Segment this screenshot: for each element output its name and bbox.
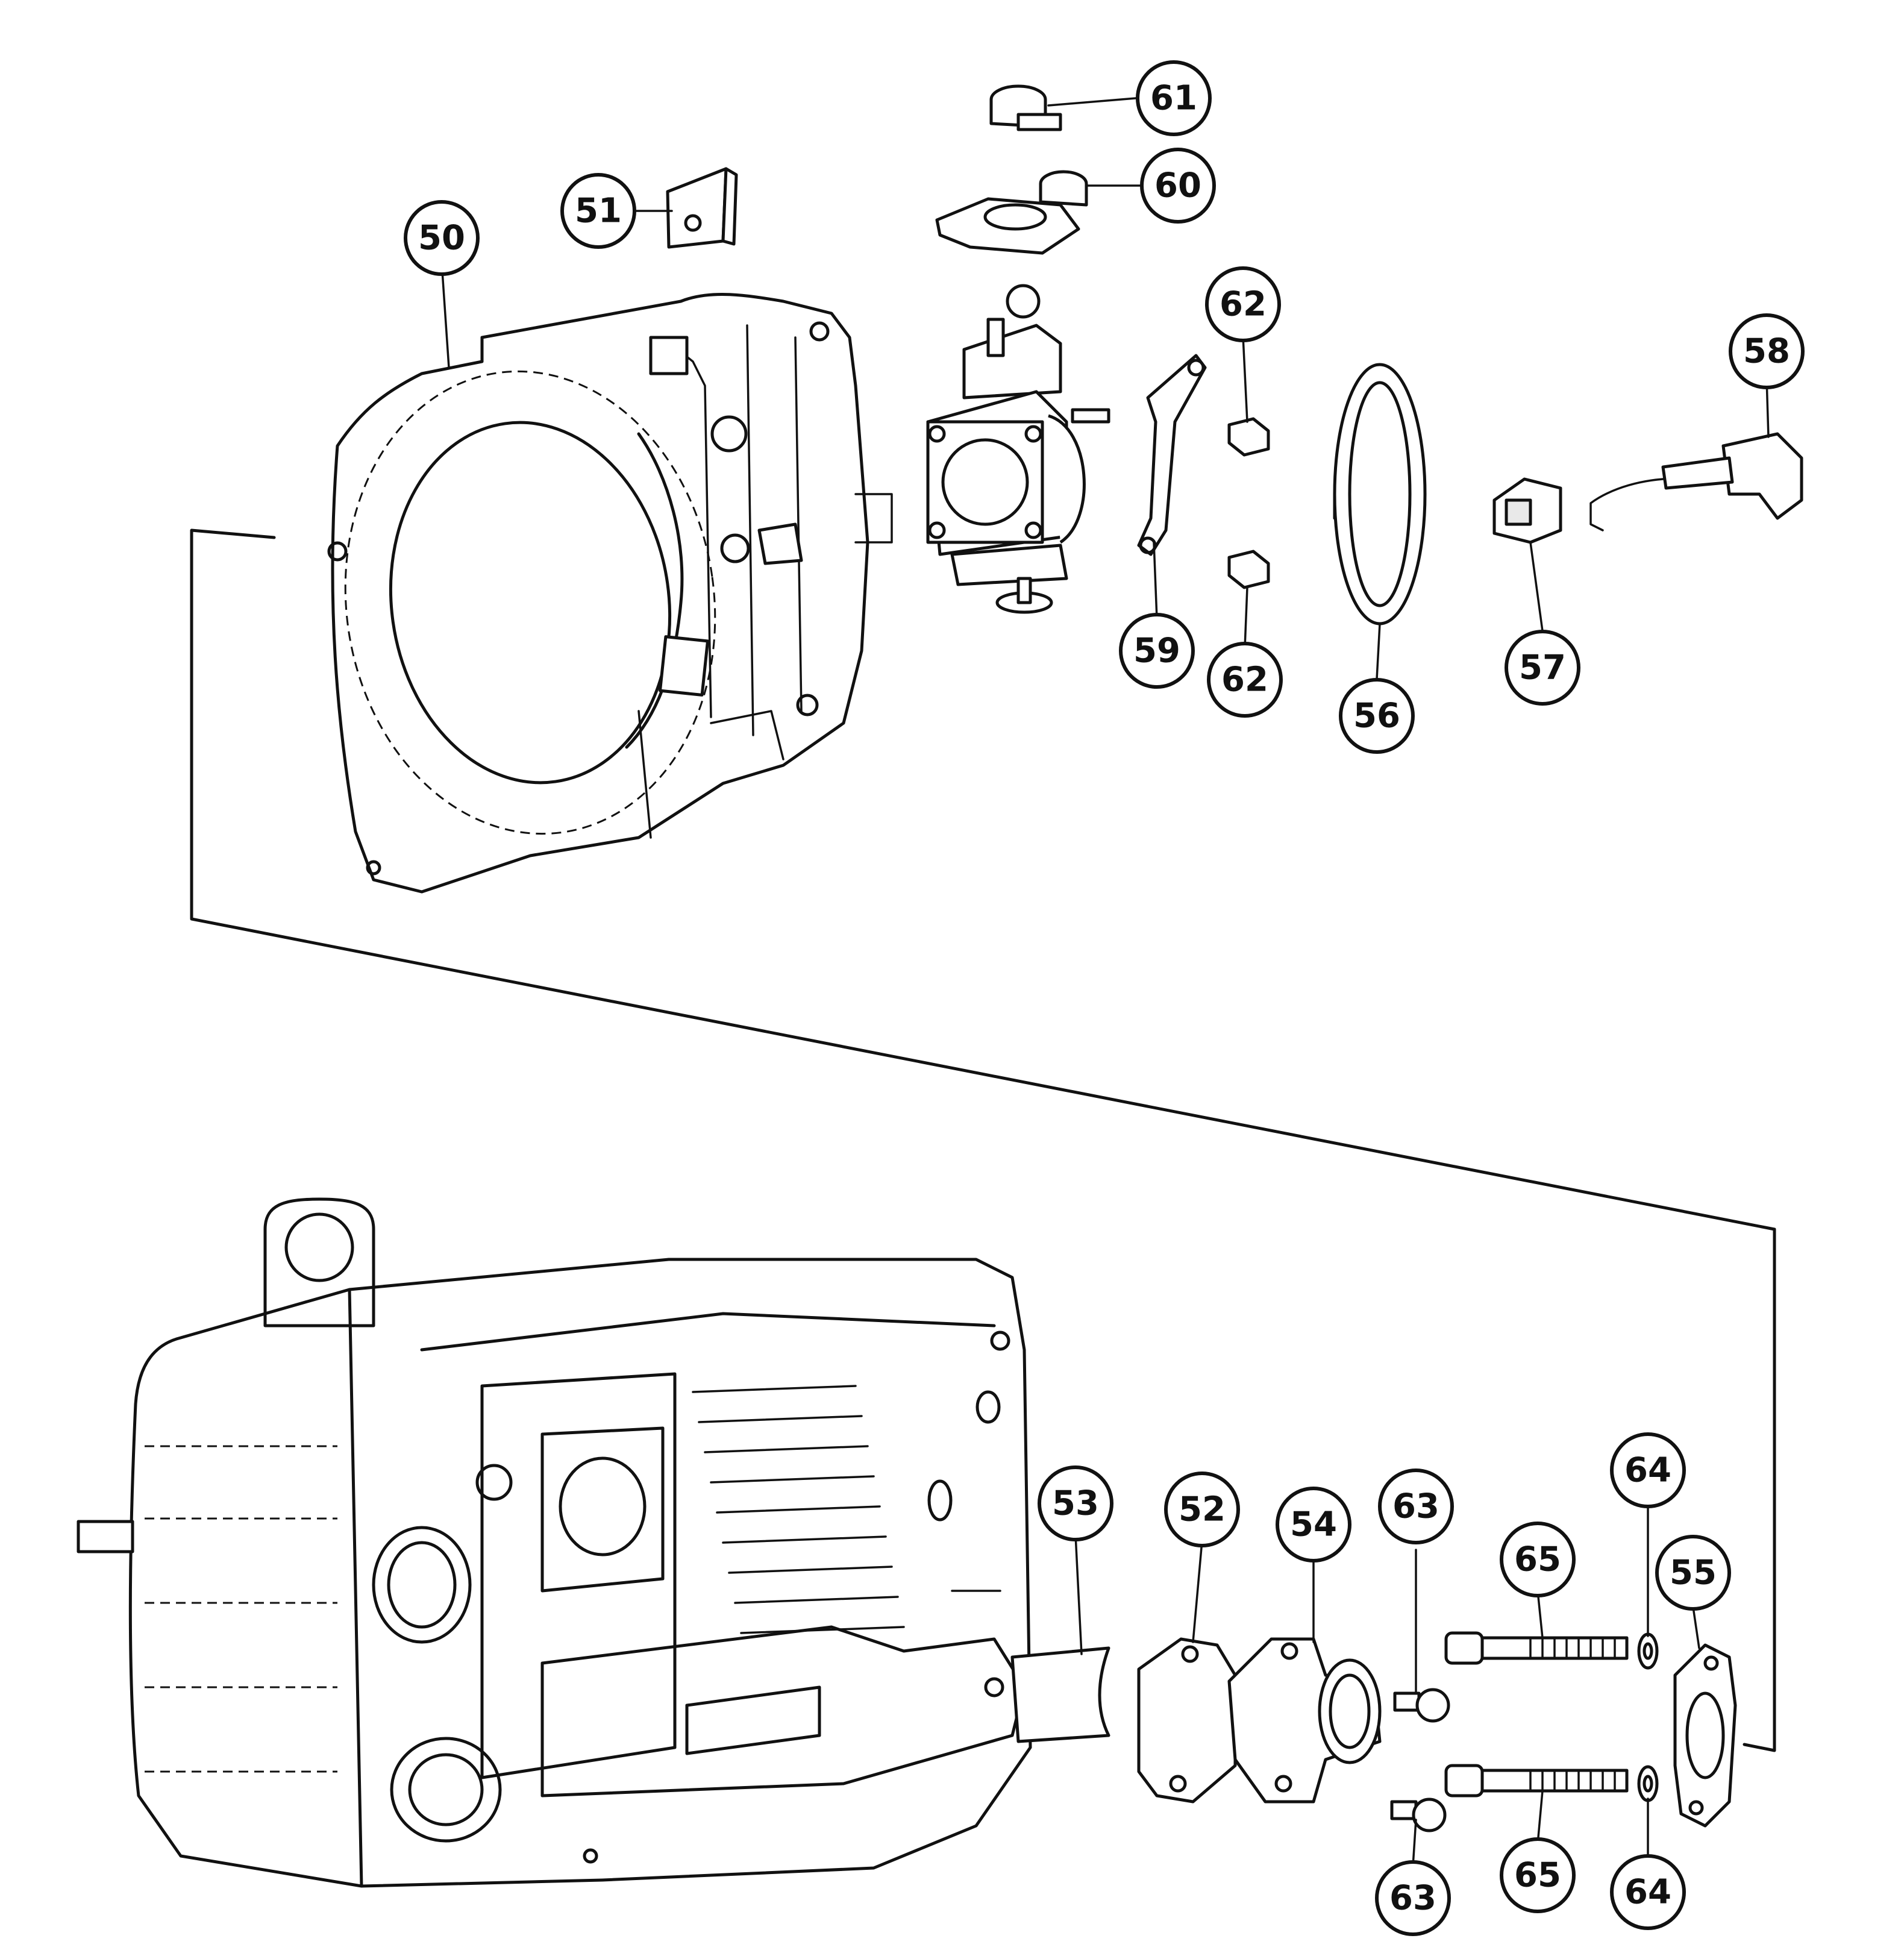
callout-63-lower: 63	[1375, 1860, 1451, 1936]
callout-64-lower: 64	[1610, 1854, 1686, 1930]
assembly-bracket-line	[190, 528, 1776, 1752]
callout-62-upper-label: 62	[1220, 285, 1267, 324]
part-65-bolt-upper	[1444, 1631, 1629, 1665]
part-64-washer-lower	[1637, 1765, 1659, 1802]
callout-51-label: 51	[575, 192, 622, 231]
callout-55: 55	[1655, 1535, 1731, 1611]
part-62-nut-lower	[1227, 550, 1270, 589]
part-63-screw-lower	[1390, 1798, 1447, 1832]
part-63-screw-upper	[1393, 1688, 1450, 1723]
callout-56-label: 56	[1353, 697, 1400, 736]
part-59-bracket	[1137, 354, 1207, 556]
callout-63-upper: 63	[1378, 1468, 1454, 1544]
callout-65-lower-label: 65	[1514, 1856, 1561, 1895]
part-58-switch-wire	[1589, 432, 1803, 531]
part-60-tank-fitting	[935, 170, 1088, 255]
callout-63-lower-label: 63	[1389, 1879, 1436, 1918]
callout-50: 50	[404, 200, 480, 276]
callout-62-upper: 62	[1205, 266, 1281, 342]
callout-64-upper: 64	[1610, 1432, 1686, 1508]
callout-54: 54	[1276, 1487, 1351, 1562]
callout-59: 59	[1119, 613, 1195, 689]
callout-53: 53	[1038, 1465, 1113, 1541]
callout-65-upper: 65	[1500, 1522, 1576, 1597]
callout-60: 60	[1140, 148, 1216, 224]
callout-62-lower: 62	[1207, 642, 1283, 718]
callout-63-upper-label: 63	[1392, 1487, 1439, 1526]
part-61-grommet	[989, 84, 1062, 131]
callout-60-label: 60	[1154, 166, 1201, 205]
part-57-fitting	[1492, 477, 1562, 544]
engine-crankcase	[77, 1197, 1032, 1888]
part-53-insulator	[1010, 1646, 1110, 1743]
part-65-bolt-lower	[1444, 1764, 1629, 1798]
callout-52-label: 52	[1179, 1490, 1226, 1529]
callout-58: 58	[1729, 313, 1805, 389]
part-56-gasket-ring	[1333, 363, 1427, 625]
callout-61-label: 61	[1150, 79, 1197, 118]
carburetor	[926, 284, 1110, 614]
callout-64-upper-label: 64	[1624, 1451, 1671, 1490]
leader-lines	[440, 97, 1770, 1867]
callout-56: 56	[1339, 678, 1415, 754]
part-64-washer-upper	[1637, 1632, 1659, 1670]
callout-65-lower: 65	[1500, 1837, 1576, 1913]
callout-51: 51	[560, 173, 636, 249]
callout-52: 52	[1164, 1472, 1240, 1547]
callout-57: 57	[1505, 630, 1580, 706]
callout-50-label: 50	[418, 219, 465, 258]
part-51-gasket-plate	[666, 167, 738, 249]
callout-57-label: 57	[1519, 648, 1566, 688]
part-54-intake-manifold	[1227, 1637, 1382, 1804]
callout-53-label: 53	[1052, 1484, 1099, 1523]
callout-58-label: 58	[1743, 332, 1790, 371]
callout-65-upper-label: 65	[1514, 1540, 1561, 1579]
callout-54-label: 54	[1290, 1505, 1337, 1544]
part-50-fan-housing	[327, 292, 893, 894]
callout-55-label: 55	[1670, 1553, 1717, 1593]
callout-59-label: 59	[1133, 632, 1180, 671]
part-62-nut-upper	[1227, 417, 1270, 457]
part-52-intake-gasket	[1137, 1637, 1237, 1804]
part-55-flange-gasket	[1673, 1643, 1737, 1828]
callout-64-lower-label: 64	[1624, 1873, 1671, 1912]
callout-62-lower-label: 62	[1221, 660, 1268, 700]
callout-61: 61	[1136, 60, 1212, 136]
